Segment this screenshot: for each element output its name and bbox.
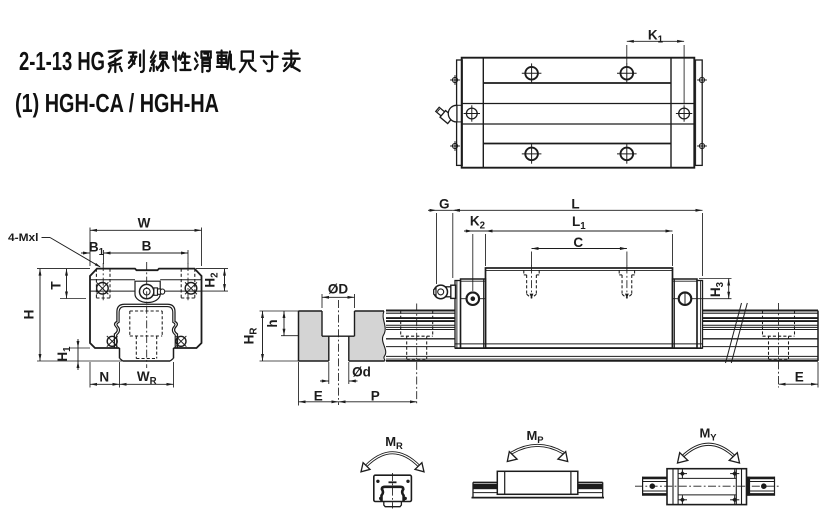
svg-text:L: L	[571, 197, 579, 212]
svg-text:H: H	[22, 310, 37, 320]
svg-text:E: E	[795, 369, 804, 384]
svg-text:ØD: ØD	[328, 281, 349, 296]
svg-text:Ød: Ød	[352, 365, 371, 380]
svg-text:(1) HGH-CA / HGH-HA: (1) HGH-CA / HGH-HA	[15, 88, 219, 118]
svg-text:4-Mxl: 4-Mxl	[8, 232, 39, 244]
svg-text:W: W	[138, 216, 151, 231]
svg-text:P: P	[371, 388, 380, 403]
svg-text:C: C	[573, 235, 583, 250]
svg-text:B: B	[142, 239, 152, 254]
svg-text:E: E	[314, 388, 323, 403]
svg-text:G: G	[439, 197, 450, 212]
svg-text:T: T	[49, 281, 64, 290]
svg-text:h: h	[265, 319, 280, 327]
svg-text:N: N	[99, 370, 109, 385]
svg-text:2-1-13 HG: 2-1-13 HG	[19, 46, 105, 76]
